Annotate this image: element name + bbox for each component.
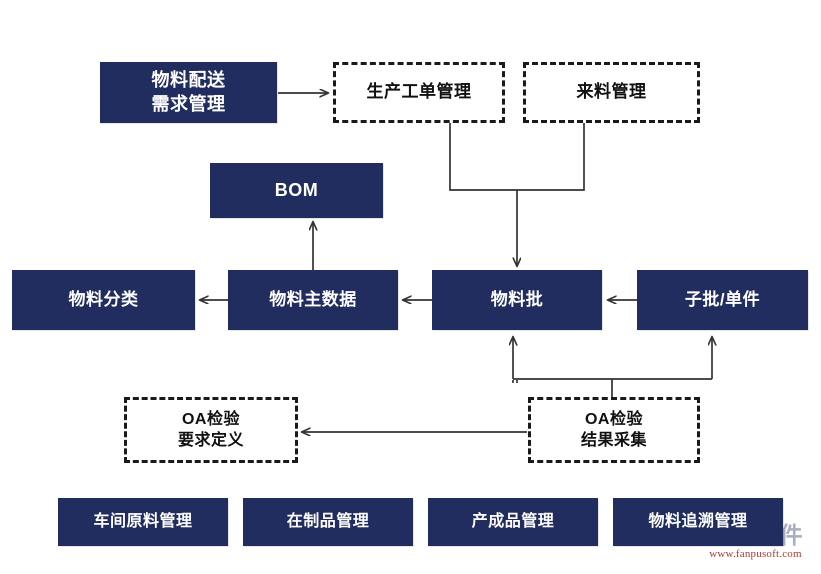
node-wip-management[interactable]: 在制品管理 [243,498,413,546]
node-label: BOM [274,179,319,200]
node-label: 来料管理 [576,82,647,102]
node-label: OA检验 要求定义 [177,410,244,449]
node-label: 在制品管理 [286,513,370,531]
node-sub-batch-unit[interactable]: 子批/单件 [637,270,808,330]
node-material-delivery-demand[interactable]: 物料配送 需求管理 [100,62,277,123]
node-label: OA检验 结果采集 [580,410,647,449]
node-material-batch[interactable]: 物料批 [432,270,602,330]
node-label: 生产工单管理 [366,82,472,102]
node-label: 产成品管理 [471,513,555,531]
node-label: 物料追溯管理 [648,513,748,531]
edge-oaresult-branches [513,378,712,397]
node-bom[interactable]: BOM [210,163,383,218]
node-workshop-raw-material[interactable]: 车间原料管理 [58,498,228,546]
node-label: 物料配送 需求管理 [151,69,226,114]
node-label: 物料分类 [68,289,139,309]
node-label: 物料批 [490,289,544,309]
node-oa-inspection-result[interactable]: OA检验 结果采集 [528,397,700,463]
node-label: 物料主数据 [269,289,357,309]
node-label: 子批/单件 [684,289,761,309]
node-production-work-order[interactable]: 生产工单管理 [333,62,505,123]
node-material-category[interactable]: 物料分类 [12,270,195,330]
node-incoming-material[interactable]: 来料管理 [523,62,700,123]
node-oa-inspection-requirement[interactable]: OA检验 要求定义 [124,397,298,463]
node-material-traceability[interactable]: 物料追溯管理 [613,498,783,546]
edge-workorder-bracket [449,123,585,191]
node-label: 车间原料管理 [93,513,193,531]
node-material-master-data[interactable]: 物料主数据 [228,270,398,330]
node-finished-product[interactable]: 产成品管理 [428,498,598,546]
